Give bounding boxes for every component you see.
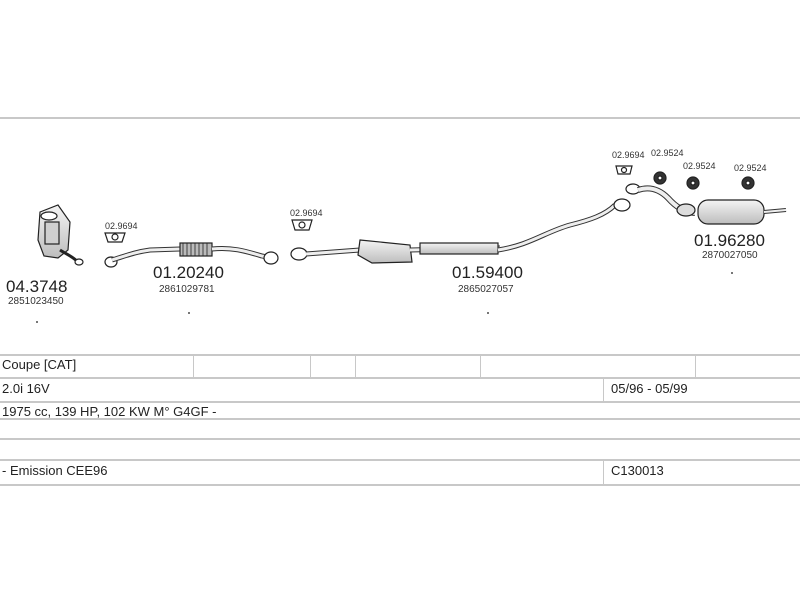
oem-number-label: 2870027050 bbox=[702, 250, 758, 261]
gasket-number-label: 02.9524 bbox=[734, 163, 767, 173]
oem-number-label: 2861029781 bbox=[159, 284, 215, 295]
rubber-mount-part[interactable] bbox=[653, 171, 755, 190]
exhaust-system-diagram: 04.3748 2851023450 01.20240 2861029781 0… bbox=[6, 148, 787, 307]
col-divider bbox=[603, 379, 604, 401]
gasket-part[interactable] bbox=[104, 232, 126, 243]
col-divider bbox=[193, 356, 194, 377]
table-border-4 bbox=[0, 418, 800, 420]
part-number-label: 01.20240 bbox=[153, 263, 224, 282]
marker-dot bbox=[731, 272, 733, 274]
engine-cell: 2.0i 16V bbox=[2, 381, 50, 396]
gasket-number-label: 02.9524 bbox=[683, 161, 716, 171]
table-border-1 bbox=[0, 354, 800, 356]
marker-dot bbox=[188, 312, 190, 314]
col-divider bbox=[695, 356, 696, 377]
table-border-6 bbox=[0, 459, 800, 461]
marker-dot bbox=[487, 312, 489, 314]
gasket-part[interactable] bbox=[291, 219, 313, 231]
table-border-2 bbox=[0, 377, 800, 379]
gasket-number-label: 02.9694 bbox=[612, 150, 645, 160]
col-divider bbox=[603, 461, 604, 484]
col-divider bbox=[310, 356, 311, 377]
part-number-label: 01.96280 bbox=[694, 231, 765, 250]
oem-number-label: 2865027057 bbox=[458, 284, 514, 295]
gasket-number-label: 02.9694 bbox=[105, 221, 138, 231]
table-border-5 bbox=[0, 438, 800, 440]
part-number-label: 04.3748 bbox=[6, 277, 67, 296]
top-border bbox=[0, 117, 800, 119]
oem-number-label: 2851023450 bbox=[8, 296, 64, 307]
mid-pipe-part[interactable] bbox=[290, 198, 631, 264]
col-divider bbox=[355, 356, 356, 377]
gasket-number-label: 02.9694 bbox=[290, 208, 323, 218]
gasket-number-label: 02.9524 bbox=[651, 148, 684, 158]
marker-dot bbox=[36, 321, 38, 323]
body-type-cell: Coupe [CAT] bbox=[2, 357, 77, 372]
front-pipe-part[interactable] bbox=[104, 242, 279, 268]
emission-cell: - Emission CEE96 bbox=[2, 463, 108, 478]
table-border-7 bbox=[0, 484, 800, 486]
col-divider bbox=[480, 356, 481, 377]
part-number-label: 01.59400 bbox=[452, 263, 523, 282]
rear-muffler-part[interactable] bbox=[625, 183, 787, 225]
table-border-3 bbox=[0, 401, 800, 403]
specs-cell: 1975 cc, 139 HP, 102 KW M° G4GF - bbox=[2, 404, 217, 419]
catalytic-converter-part[interactable] bbox=[37, 204, 84, 266]
gasket-part[interactable] bbox=[615, 165, 633, 175]
years-cell: 05/96 - 05/99 bbox=[611, 381, 688, 396]
code-cell: C130013 bbox=[611, 463, 664, 478]
